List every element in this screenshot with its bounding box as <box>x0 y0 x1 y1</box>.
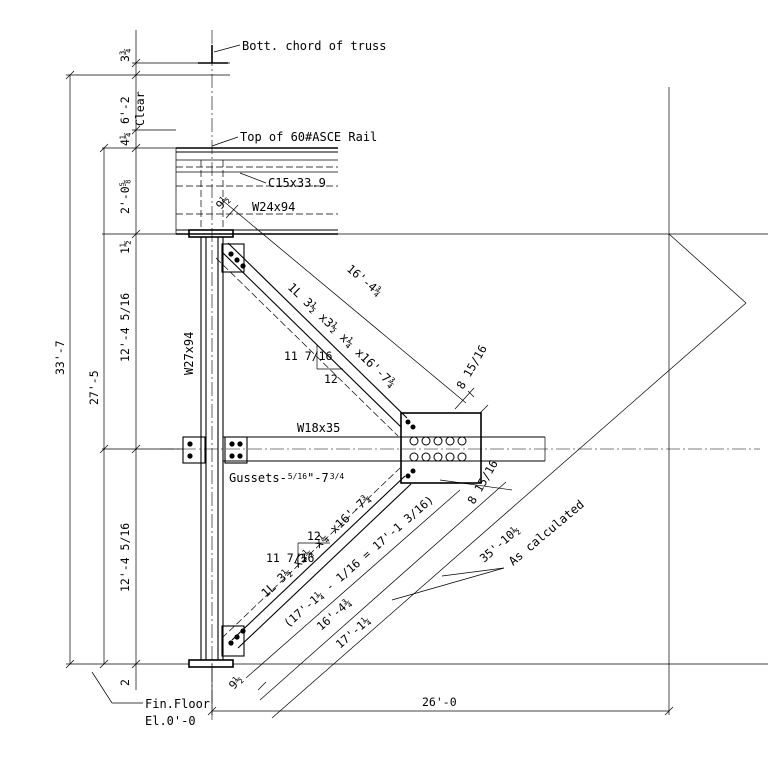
leader-fin-floor <box>91 671 113 704</box>
dim-8a: 8 15/16 <box>453 342 489 391</box>
fin-floor-label: Fin.Floor <box>145 697 210 711</box>
dim-9b: 9½ <box>226 672 246 692</box>
lower-brace-label: 1L 3½ x3½ x¼ x16'-7¾ <box>258 491 373 600</box>
crane-girder <box>175 147 338 235</box>
left-dim-lines <box>65 30 230 690</box>
dim-lower: 12'-4 5/16 <box>118 523 132 592</box>
column-label: W27x94 <box>182 332 196 375</box>
dim-clear: 6'-2 <box>118 96 132 124</box>
column-connection <box>182 436 248 464</box>
bott-chord-label: Bott. chord of truss <box>242 39 387 53</box>
upper-slope-rise: 11 7/16 <box>284 349 333 363</box>
dim-27: 27'-5 <box>87 370 101 405</box>
elevation-label: El.0'-0 <box>145 714 196 728</box>
truss-chord-symbol <box>198 45 228 64</box>
gussets-label: Gussets-5/16"-73/4 <box>229 471 344 485</box>
dim-2: 2 <box>118 679 132 686</box>
lower-brace <box>221 467 412 657</box>
channel-label: C15x33.9 <box>268 176 326 190</box>
dim-total: 33'-7 <box>53 340 67 375</box>
dim-9a: 9½ <box>213 192 233 212</box>
bottom-dim-line <box>207 706 674 716</box>
dim-112: 1½ <box>118 240 132 254</box>
lower-diag-dims <box>245 233 747 719</box>
top-rail-label: Top of 60#ASCE Rail <box>240 130 377 144</box>
dim-upper: 12'-4 5/16 <box>118 293 132 362</box>
upper-slope-run: 12 <box>324 372 338 386</box>
gusset-plate <box>400 412 482 484</box>
dim-top: 3¾ <box>118 48 132 62</box>
dim-208: 2'-0⅝ <box>118 179 132 214</box>
dim-8b: 8 15/16 <box>464 457 500 506</box>
leader-as-calc-b <box>441 567 505 577</box>
dim-16a: 16'-4¾ <box>344 262 385 299</box>
beam-top-label: W24x94 <box>252 200 295 214</box>
leader-bott-chord <box>213 44 241 53</box>
beam-mid-label: W18x35 <box>297 421 340 435</box>
leader-top-rail <box>211 136 239 147</box>
upper-brace-label: 1L 3½ x3½ x¼ x16'-7¾ <box>285 280 399 390</box>
leader-as-calc-a <box>391 567 505 601</box>
upper-slope-triangle <box>316 345 343 370</box>
upper-brace <box>215 242 408 437</box>
upper-diag-dims <box>221 199 489 414</box>
lower-slope-rise: 11 7/16 <box>266 551 315 565</box>
lower-slope-triangle <box>297 542 330 567</box>
clear-label: Clear <box>133 91 147 126</box>
extension-lines <box>66 74 768 715</box>
strut-beam <box>223 436 546 462</box>
dim-41: 4¼ <box>118 132 132 146</box>
dim-26: 26'-0 <box>422 695 457 709</box>
leader-channel <box>239 172 267 184</box>
lower-slope-run: 12 <box>307 529 321 543</box>
column <box>188 229 234 668</box>
